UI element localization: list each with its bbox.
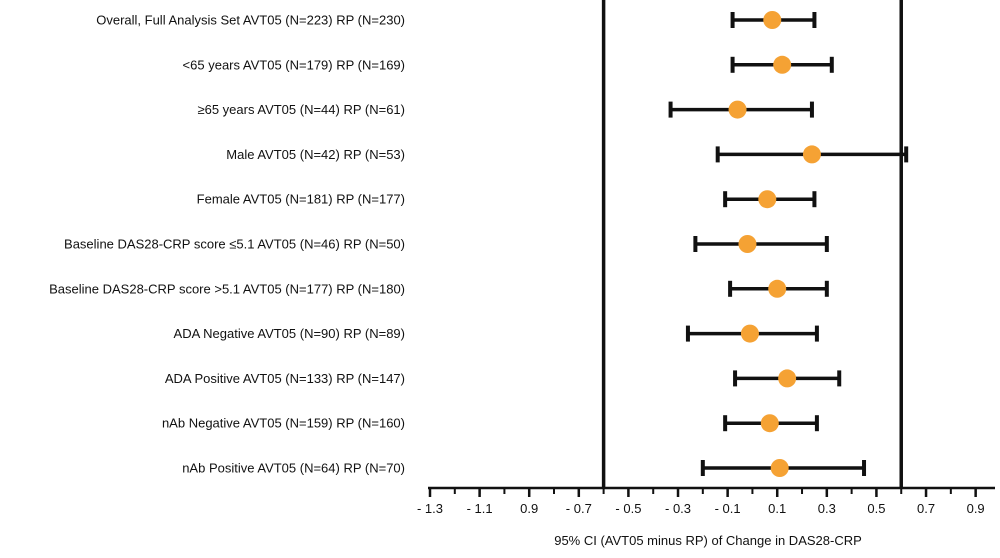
tick-label: 0.9 (967, 501, 985, 516)
row-label: <65 years AVT05 (N=179) RP (N=169) (183, 57, 405, 72)
point-estimate (778, 369, 797, 388)
tick-label: - 1.1 (467, 501, 493, 516)
point-estimate (728, 100, 747, 119)
tick-label: 0.9 (520, 501, 538, 516)
tick-label: - 0.1 (715, 501, 741, 516)
tick-label: 0.7 (917, 501, 935, 516)
tick-label: 0.3 (818, 501, 836, 516)
row-label: ADA Positive AVT05 (N=133) RP (N=147) (165, 371, 405, 386)
row-label: Baseline DAS28-CRP score >5.1 AVT05 (N=1… (49, 281, 405, 296)
row-label: Baseline DAS28-CRP score ≤5.1 AVT05 (N=4… (64, 237, 405, 252)
row-label: ADA Negative AVT05 (N=90) RP (N=89) (174, 326, 405, 341)
tick-label: - 0.7 (566, 501, 592, 516)
tick-label: - 0.5 (615, 501, 641, 516)
row-label: Overall, Full Analysis Set AVT05 (N=223)… (96, 13, 405, 28)
tick-label: 0.5 (867, 501, 885, 516)
x-axis: - 1.3 - 1.1 0.9 - 0.7 - 0.5 - 0.3 - 0.1 0.1 0.3 0… (417, 486, 995, 516)
row-label: Male AVT05 (N=42) RP (N=53) (226, 147, 405, 162)
point-estimate (802, 145, 821, 164)
point-estimate (773, 55, 792, 74)
row-label: Female AVT05 (N=181) RP (N=177) (197, 192, 405, 207)
point-estimate (740, 324, 759, 343)
tick-label: - 1.3 (417, 501, 443, 516)
point-estimate (758, 190, 777, 209)
tick-label: 0.1 (768, 501, 786, 516)
point-estimate (768, 279, 787, 298)
point-estimate (760, 414, 779, 433)
row-label: ≥65 years AVT05 (N=44) RP (N=61) (197, 102, 405, 117)
row-label: nAb Negative AVT05 (N=159) RP (N=160) (162, 416, 405, 431)
point-estimate (770, 459, 789, 477)
point-estimate (763, 11, 782, 29)
confidence-intervals (668, 11, 909, 477)
row-labels: Overall, Full Analysis Set AVT05 (N=223)… (49, 13, 405, 476)
row-label: nAb Positive AVT05 (N=64) RP (N=70) (182, 461, 405, 476)
point-estimate (738, 235, 757, 253)
x-axis-label: 95% CI (AVT05 minus RP) of Change in DAS… (554, 533, 862, 548)
tick-label: - 0.3 (665, 501, 691, 516)
reference-lines (601, 0, 903, 488)
